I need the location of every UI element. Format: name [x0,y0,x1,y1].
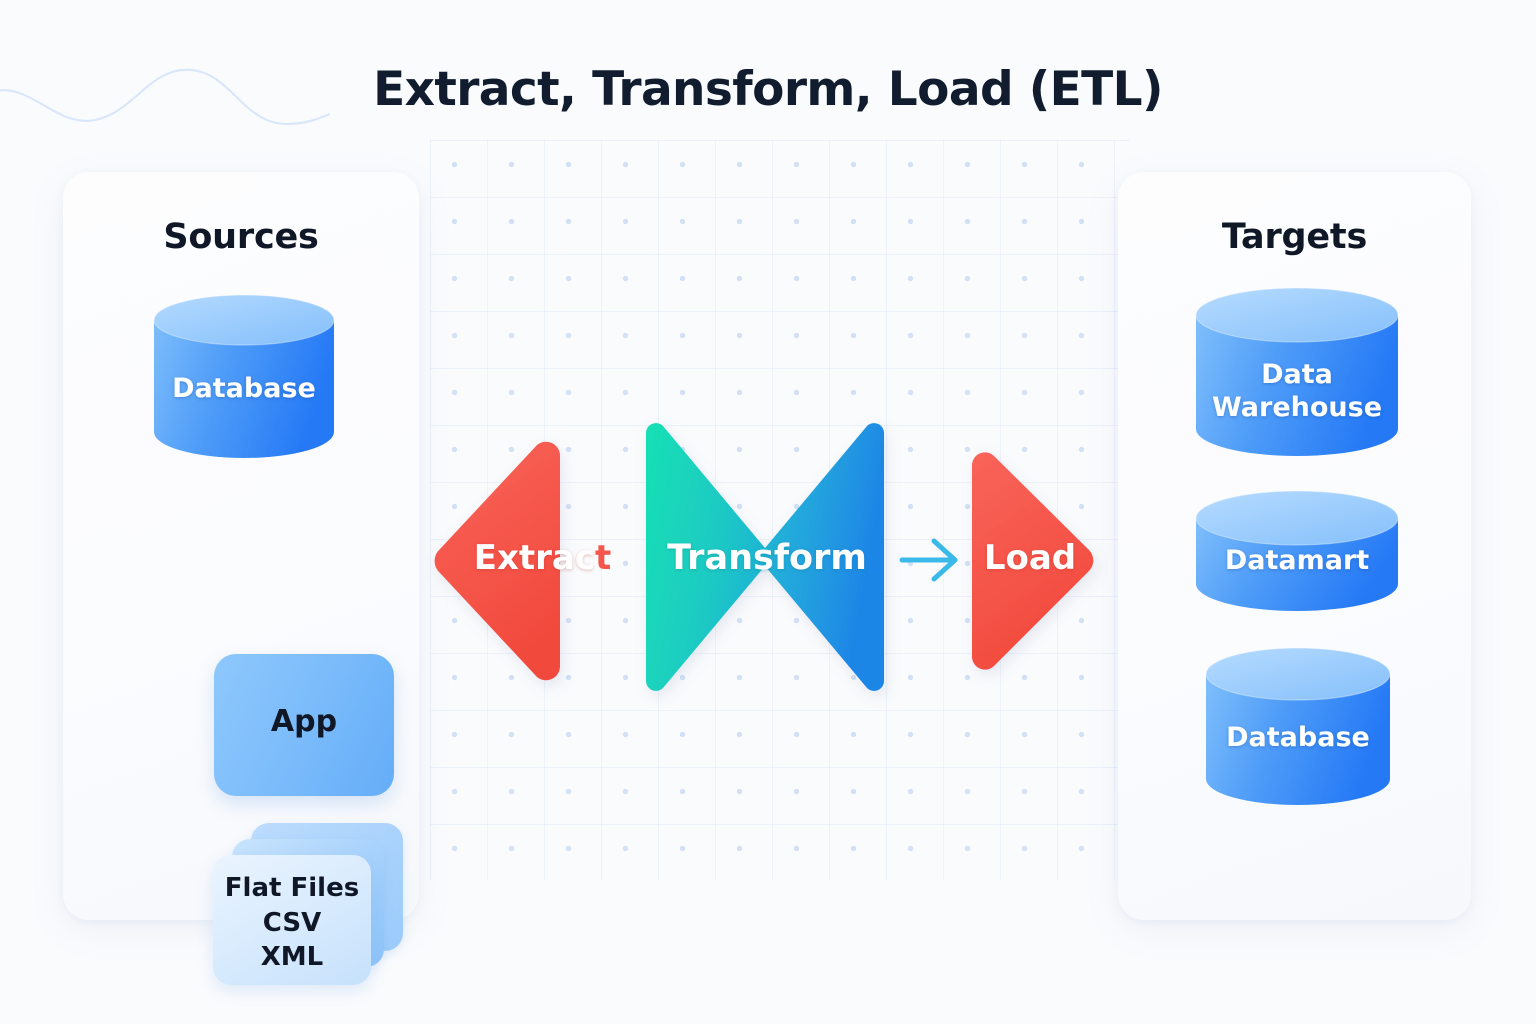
transform-bowtie[interactable] [645,423,885,691]
source-flat-files-stack[interactable]: Flat Files CSV XML [213,823,405,985]
source-flat-files-label: Flat Files CSV XML [224,873,360,973]
sheet-front-layer: Flat Files CSV XML [213,855,371,985]
background-dot-pattern [430,140,1130,880]
target-data-warehouse-cylinder[interactable]: Data Warehouse [1193,285,1401,460]
load-triangle[interactable] [971,452,1094,670]
sources-panel: Sources Databas [63,172,419,985]
target-database-cylinder[interactable]: Database [1203,645,1393,807]
transform-to-load-arrow [899,538,958,582]
extract-label: Extract [473,538,612,578]
transform-label: Transform [667,538,867,578]
extract-triangle[interactable] [434,441,561,681]
source-app-card[interactable]: App [214,654,394,796]
source-database-cylinder[interactable]: Database [151,294,337,458]
page-title: Extract, Transform, Load (ETL) [373,62,1163,117]
sources-panel-title: Sources [163,217,319,257]
target-datamart-cylinder[interactable]: Datamart [1193,488,1401,616]
background-grid [430,140,1130,880]
load-label: Load [983,538,1077,578]
source-app-label: App [270,704,338,739]
targets-panel-title: Targets [1221,217,1368,257]
targets-panel: Targets [1118,172,1471,920]
